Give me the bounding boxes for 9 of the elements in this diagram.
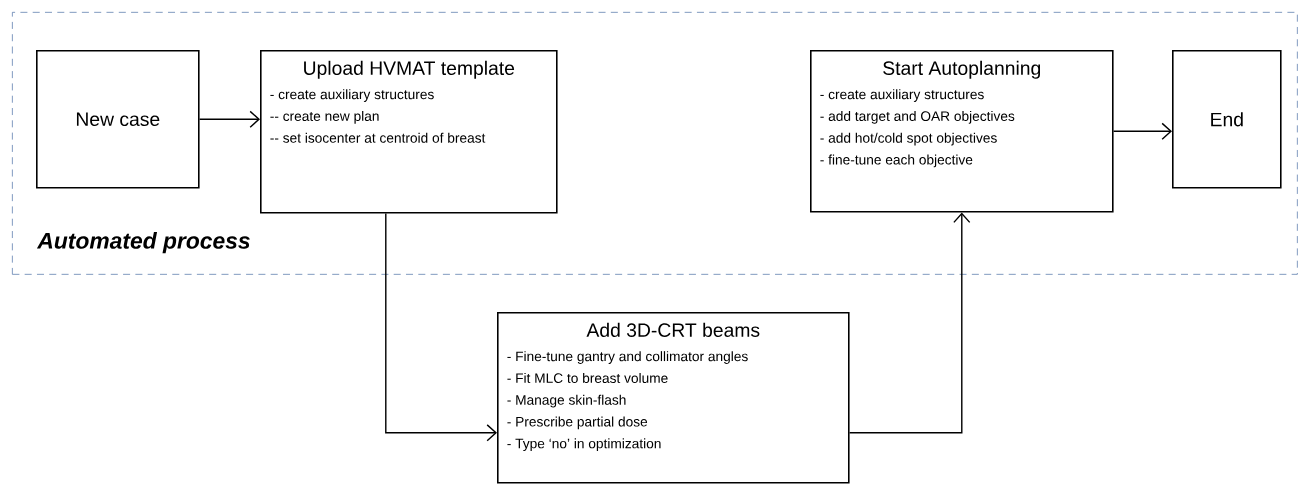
process-box: Upload HVMAT template - create auxiliary structures -- create new plan -- set isocenter at centroid of breast bbox=[260, 50, 558, 214]
arrow bbox=[385, 212, 497, 442]
process-box: Add 3D-CRT beams - Fine-tune gantry and collimator angles - Fit MLC to breast volume - Manage skin-flash - Prescribe partial dose - Type ‘no’ in optimization bbox=[497, 311, 850, 484]
arrow bbox=[1112, 122, 1172, 140]
process-box: Start Autoplanning - create auxiliary structures - add target and OAR objectives - add hot/cold spot objectives - fine-tune each objective bbox=[810, 50, 1114, 213]
arrow bbox=[198, 110, 260, 128]
process-box: End bbox=[1172, 50, 1282, 189]
process-box: New case bbox=[36, 50, 200, 189]
arrow bbox=[848, 212, 971, 434]
